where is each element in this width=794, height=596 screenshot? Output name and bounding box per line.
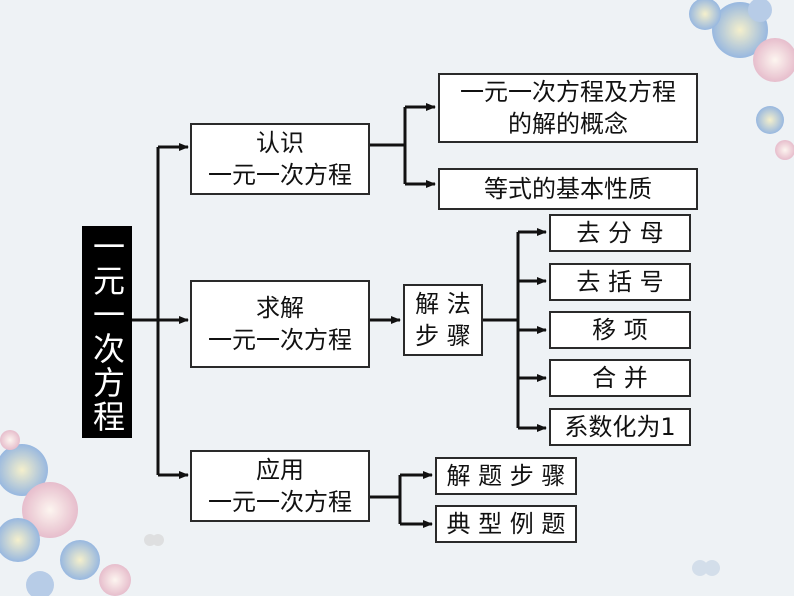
node-recognize-line2: 一元一次方程	[208, 161, 352, 189]
root-node: 一元一次方程	[82, 226, 132, 438]
node-recognize-line1: 认识	[256, 129, 304, 157]
node-solve-method: 解 法 步 骤	[403, 284, 483, 356]
node-typical-examples: 典 型 例 题	[435, 505, 577, 543]
node-equation-concept-line2: 的解的概念	[508, 110, 628, 138]
node-typical-examples-label: 典 型 例 题	[446, 510, 566, 538]
node-solve-line2: 一元一次方程	[208, 326, 352, 354]
node-solve-method-line1: 解 法	[415, 290, 471, 318]
step-coefficient-one: 系数化为1	[549, 408, 691, 446]
node-apply-line2: 一元一次方程	[208, 488, 352, 516]
step-combine: 合 并	[549, 359, 691, 397]
step-combine-label: 合 并	[592, 364, 648, 392]
node-apply: 应用 一元一次方程	[190, 450, 370, 522]
node-equation-concept-line1: 一元一次方程及方程	[460, 78, 676, 106]
step-remove-denominator-label: 去 分 母	[576, 219, 664, 247]
butterfly-decoration	[144, 534, 720, 576]
node-equation-concept: 一元一次方程及方程 的解的概念	[438, 73, 698, 143]
step-remove-parentheses: 去 括 号	[549, 263, 691, 301]
node-apply-line1: 应用	[256, 456, 304, 484]
step-coefficient-one-label: 系数化为1	[564, 413, 676, 441]
node-solving-steps-label: 解 题 步 骤	[446, 462, 566, 490]
flower-cluster-top-right	[689, 0, 794, 160]
node-solve-line1: 求解	[256, 294, 304, 322]
node-solve-method-line2: 步 骤	[415, 322, 471, 350]
node-equality-properties-line1: 等式的基本性质	[484, 175, 652, 203]
step-transpose-label: 移 项	[592, 316, 648, 344]
step-remove-parentheses-label: 去 括 号	[576, 268, 664, 296]
node-solve: 求解 一元一次方程	[190, 280, 370, 368]
flower-cluster-bottom-left	[0, 430, 131, 596]
node-solving-steps: 解 题 步 骤	[435, 457, 577, 495]
node-recognize: 认识 一元一次方程	[190, 123, 370, 195]
step-transpose: 移 项	[549, 311, 691, 349]
step-remove-denominator: 去 分 母	[549, 214, 691, 252]
node-equality-properties: 等式的基本性质	[438, 168, 698, 210]
